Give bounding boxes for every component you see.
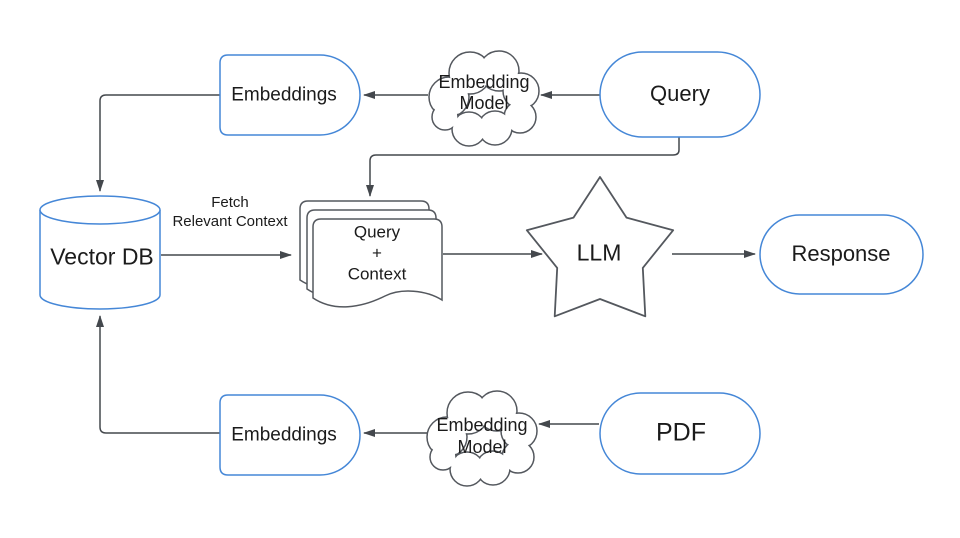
embedding-model-top-line1: Embedding (438, 72, 530, 92)
embeddings-bottom-shape (219, 394, 361, 476)
connectors (96, 91, 756, 437)
response-shape (759, 214, 924, 295)
query-context-line2: + (372, 243, 382, 263)
embedding-model-top-label: Embedding Model (438, 72, 529, 114)
embeddings-top-label: Embeddings (231, 84, 337, 106)
pdf-shape (599, 392, 761, 475)
embedding-model-bottom-line1: Embedding (436, 415, 528, 435)
arrow-embeddings-top-to-vector-db (96, 94, 220, 192)
response-label: Response (791, 241, 891, 266)
pdf-label: PDF (656, 418, 706, 447)
embedding-model-bottom-line2: Model (457, 437, 507, 457)
llm-label: LLM (576, 239, 622, 266)
embeddings-bottom-label: Embeddings (231, 424, 337, 446)
embedding-model-bottom-label: Embedding Model (436, 414, 527, 458)
query-context-line3: Context (347, 264, 407, 284)
gray-nodes (299, 50, 675, 487)
embeddings-top-shape (219, 54, 361, 136)
query-context-label: Query + Context (348, 222, 407, 285)
arrow-query-to-query-context (366, 137, 680, 197)
llm-star-shape (525, 176, 675, 318)
arrow-embeddings-bottom-to-vector-db (96, 315, 220, 434)
blue-nodes (39, 51, 924, 476)
query-label: Query (650, 81, 710, 106)
fetch-label-line1: Fetch (211, 194, 249, 211)
query-shape (599, 51, 761, 138)
vector-db-cylinder (39, 195, 161, 310)
fetch-relevant-context-label: Fetch Relevant Context (172, 193, 287, 231)
query-context-line1: Query (353, 222, 401, 242)
vector-db-label: Vector DB (50, 243, 154, 270)
embedding-model-top-line2: Model (459, 93, 509, 113)
fetch-label-line2: Relevant Context (172, 213, 288, 230)
